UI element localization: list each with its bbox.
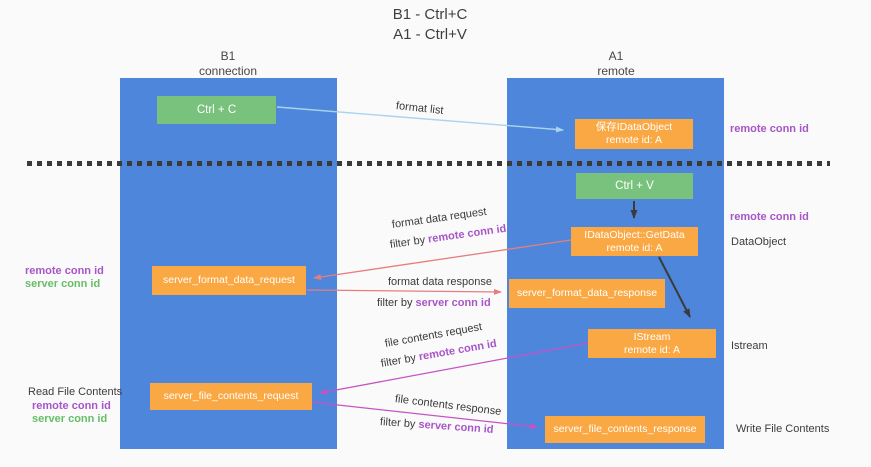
format-list-arrow bbox=[276, 106, 564, 133]
save-idataobject-line2: remote id: A bbox=[605, 134, 663, 146]
istream-side-label: Istream bbox=[731, 340, 768, 352]
format-response-filter-key: server conn id bbox=[415, 297, 491, 309]
right-remote-conn-id-mid: remote conn id bbox=[730, 211, 809, 223]
getdata-line1: IDataObject::GetData bbox=[584, 228, 685, 241]
file-response-arrow bbox=[310, 401, 538, 430]
node-server-file-contents-request: server_file_contents_request bbox=[150, 383, 312, 410]
format-response-filter-prefix: filter by bbox=[377, 297, 416, 309]
format-request-arrow bbox=[313, 239, 572, 280]
node-server-file-contents-response: server_file_contents_response bbox=[545, 416, 705, 443]
lane-header-a1: A1 remote bbox=[597, 49, 634, 79]
write-file-contents-label: Write File Contents bbox=[736, 423, 830, 435]
node-save-idataobject: 保存IDataObject remote id: A bbox=[575, 119, 693, 149]
lane-b1-subtitle: connection bbox=[198, 64, 258, 78]
istream-line2: remote id: A bbox=[623, 343, 681, 356]
getdata-line2: remote id: A bbox=[606, 241, 663, 254]
getdata-to-istream-arrow bbox=[658, 256, 691, 318]
node-idataobject-getdata: IDataObject::GetData remote id: A bbox=[571, 227, 698, 256]
left-remote-conn-id-2: remote conn id bbox=[32, 400, 111, 412]
left-server-conn-id-1: server conn id bbox=[25, 278, 101, 290]
diagram-title: B1 - Ctrl+C A1 - Ctrl+V bbox=[393, 5, 468, 45]
file-request-label: server_file_contents_request bbox=[163, 390, 299, 402]
istream-line1: IStream bbox=[633, 330, 671, 343]
file-response-label: server_file_contents_response bbox=[553, 423, 697, 435]
save-idataobject-line1: 保存IDataObject bbox=[595, 121, 673, 133]
node-istream: IStream remote id: A bbox=[588, 329, 716, 358]
right-remote-conn-id-top: remote conn id bbox=[730, 123, 809, 135]
node-server-format-data-request: server_format_data_request bbox=[152, 266, 306, 295]
lane-header-b1: B1 connection bbox=[199, 49, 257, 79]
format-response-label: server_format_data_response bbox=[516, 287, 658, 299]
title-line-1: B1 - Ctrl+C bbox=[392, 6, 468, 23]
lane-b1-title: B1 bbox=[220, 49, 236, 63]
lane-a1-subtitle: remote bbox=[597, 64, 635, 78]
read-file-contents-label: Read File Contents bbox=[28, 386, 123, 398]
node-server-format-data-response: server_format_data_response bbox=[509, 279, 665, 308]
format-response-label-line2: filter by server conn id bbox=[377, 297, 491, 309]
title-line-2: A1 - Ctrl+V bbox=[393, 26, 467, 43]
node-ctrl-c: Ctrl + C bbox=[157, 96, 276, 124]
format-response-label-line1: format data response bbox=[388, 276, 492, 288]
dataobject-label: DataObject bbox=[731, 236, 787, 248]
left-server-conn-id-2: server conn id bbox=[32, 413, 108, 425]
format-response-arrow bbox=[306, 288, 502, 295]
left-remote-conn-id-1: remote conn id bbox=[25, 265, 104, 277]
file-request-arrow bbox=[319, 342, 589, 395]
dashed-divider bbox=[27, 161, 830, 166]
format-request-label: server_format_data_request bbox=[163, 274, 295, 286]
ctrl-c-label: Ctrl + C bbox=[196, 103, 237, 116]
lane-a1-title: A1 bbox=[608, 49, 624, 63]
node-ctrl-v: Ctrl + V bbox=[576, 173, 693, 199]
ctrl-v-label: Ctrl + V bbox=[615, 179, 654, 192]
